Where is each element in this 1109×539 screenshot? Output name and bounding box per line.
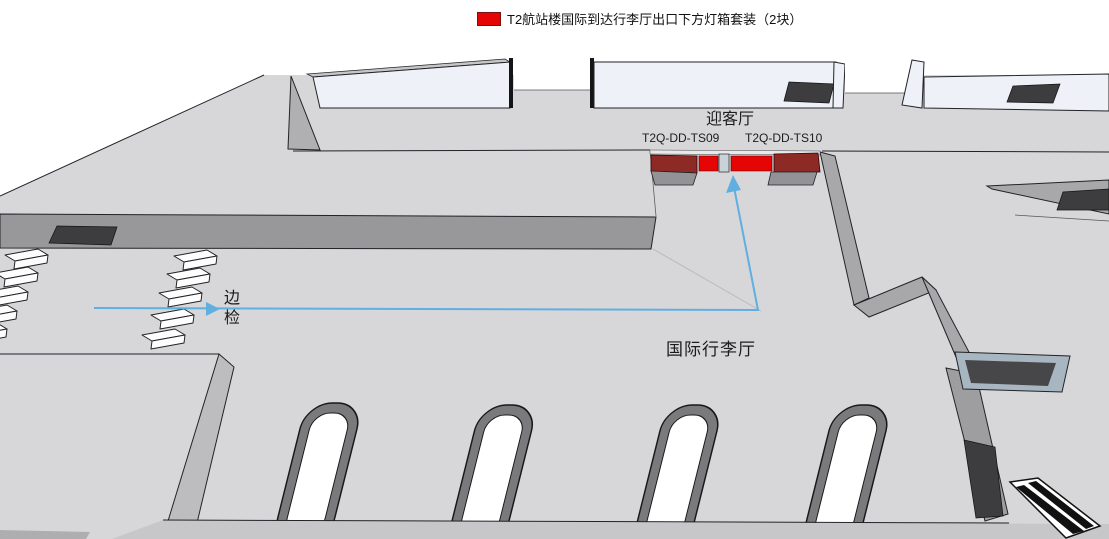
exit-pillar-right-base (767, 171, 818, 186)
corridor-west-end-wall (287, 75, 321, 151)
floor-seam-line (652, 248, 762, 312)
baggage-carousel-1 (276, 402, 359, 539)
floor-front-fascia (112, 520, 1109, 539)
doorway-opening (963, 439, 1004, 519)
wall-panel-c-endcap (901, 59, 925, 109)
baggage-carousel-3 (635, 404, 719, 539)
bulkhead-fascia (0, 213, 657, 250)
wall-sign-b-icon (783, 81, 835, 104)
lightbox-ts10-label: T2Q-DD-TS10 (745, 131, 823, 145)
mezzanine-sign-icon (1056, 188, 1109, 211)
mezzanine-wall-step-1 (819, 151, 870, 306)
border-inspection-label: 边检 (221, 289, 238, 329)
lightbox-ts09 (698, 155, 719, 172)
mezzanine-parapet-shadow (1014, 214, 1109, 222)
intl-baggage-hall-label: 国际行李厅 (666, 340, 756, 359)
wall-opening-2 (845, 55, 908, 93)
legend-red-swatch-icon (477, 11, 501, 26)
arrowhead-right-icon (206, 302, 220, 316)
recessed-opening (965, 360, 1056, 386)
left-floor-fascia (0, 530, 90, 539)
opening-2-floor (845, 93, 908, 108)
arrowhead-up-icon (726, 175, 741, 193)
corridor-front-edge-right (821, 150, 1109, 153)
border-check-counters-right (141, 249, 218, 350)
legend: T2航站楼国际到达行李厅出口下方灯箱套装（2块） (477, 9, 802, 28)
opening-1-floor (514, 90, 590, 108)
baggage-carousel-2 (450, 404, 534, 539)
baggage-carousel-4 (804, 404, 888, 539)
wall-panel-b-endcap (832, 61, 846, 109)
corridor-front-edge-left (292, 149, 651, 152)
exit-pillar-right-face (773, 152, 821, 173)
exit-pillar-left-face (650, 154, 698, 174)
door-post-1 (509, 58, 513, 108)
border-check-counters-left (0, 248, 49, 339)
roof-edge-line (0, 74, 265, 197)
lightbox-divider (718, 153, 730, 173)
door-post-2 (590, 58, 594, 108)
wall-sign-c-icon (1006, 83, 1061, 104)
path-arrow (93, 175, 760, 316)
legend-label: T2航站楼国际到达行李厅出口下方灯箱套装（2块） (507, 12, 803, 27)
exit-pillar-left-base (650, 170, 698, 186)
escalator (1008, 477, 1102, 539)
fascia-sign-icon (48, 225, 118, 246)
lightbox-ts10 (730, 155, 773, 172)
lightbox-ts09-label: T2Q-DD-TS09 (642, 131, 720, 145)
floor-front-edge (162, 519, 1010, 524)
welcome-hall-label: 迎客厅 (706, 111, 755, 128)
